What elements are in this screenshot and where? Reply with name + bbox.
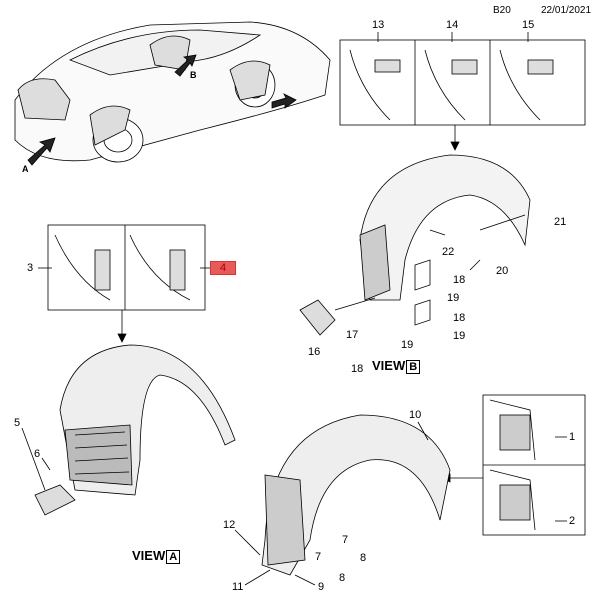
callout-19: 19 — [401, 339, 414, 351]
callout-6: 6 — [34, 448, 41, 460]
callout-10: 10 — [409, 409, 422, 421]
arrow-b-label: B — [190, 70, 197, 80]
callout-13: 13 — [372, 19, 385, 31]
callout-2: 2 — [569, 515, 576, 527]
detail-box-13-15 — [339, 32, 586, 151]
callout-14: 14 — [446, 19, 459, 31]
callout-19: 19 — [447, 292, 460, 304]
diagram-code: B20 — [493, 5, 511, 16]
callout-8: 8 — [360, 552, 367, 564]
callout-21: 21 — [554, 216, 567, 228]
callout-4-highlighted[interactable]: 4 — [210, 261, 237, 275]
callout-17: 17 — [346, 329, 359, 341]
callout-9: 9 — [318, 581, 325, 593]
callout-7: 7 — [315, 551, 322, 563]
callout-20: 20 — [496, 265, 509, 277]
view-b-letter: B — [406, 360, 421, 374]
view-a-wheel-liner — [21, 344, 236, 516]
callout-1: 1 — [569, 431, 576, 443]
callout-22: 22 — [442, 246, 455, 258]
callout-7: 7 — [342, 534, 349, 546]
detail-box-3-4 — [38, 224, 212, 343]
view-arrows — [27, 54, 297, 166]
callout-16: 16 — [308, 346, 321, 358]
callout-12: 12 — [223, 519, 236, 531]
callout-3: 3 — [27, 262, 34, 274]
diagram-date: 22/01/2021 — [541, 5, 592, 16]
callout-18: 18 — [351, 363, 364, 375]
view-a-prefix: VIEW — [132, 548, 166, 563]
callout-5: 5 — [14, 417, 21, 429]
callout-19: 19 — [453, 330, 466, 342]
view-b-prefix: VIEW — [372, 358, 406, 373]
view-a-letter: A — [166, 550, 181, 564]
detail-box-1-2 — [441, 394, 586, 536]
car-liner-parts — [17, 35, 271, 146]
callout-18: 18 — [453, 312, 466, 324]
callout-8: 8 — [339, 572, 346, 584]
lower-wheel-liner — [234, 414, 451, 586]
callout-15: 15 — [522, 19, 535, 31]
view-b-wheel-liner — [299, 154, 531, 336]
callout-18: 18 — [453, 274, 466, 286]
arrow-a-label: A — [22, 164, 29, 174]
callout-11: 11 — [232, 581, 244, 593]
